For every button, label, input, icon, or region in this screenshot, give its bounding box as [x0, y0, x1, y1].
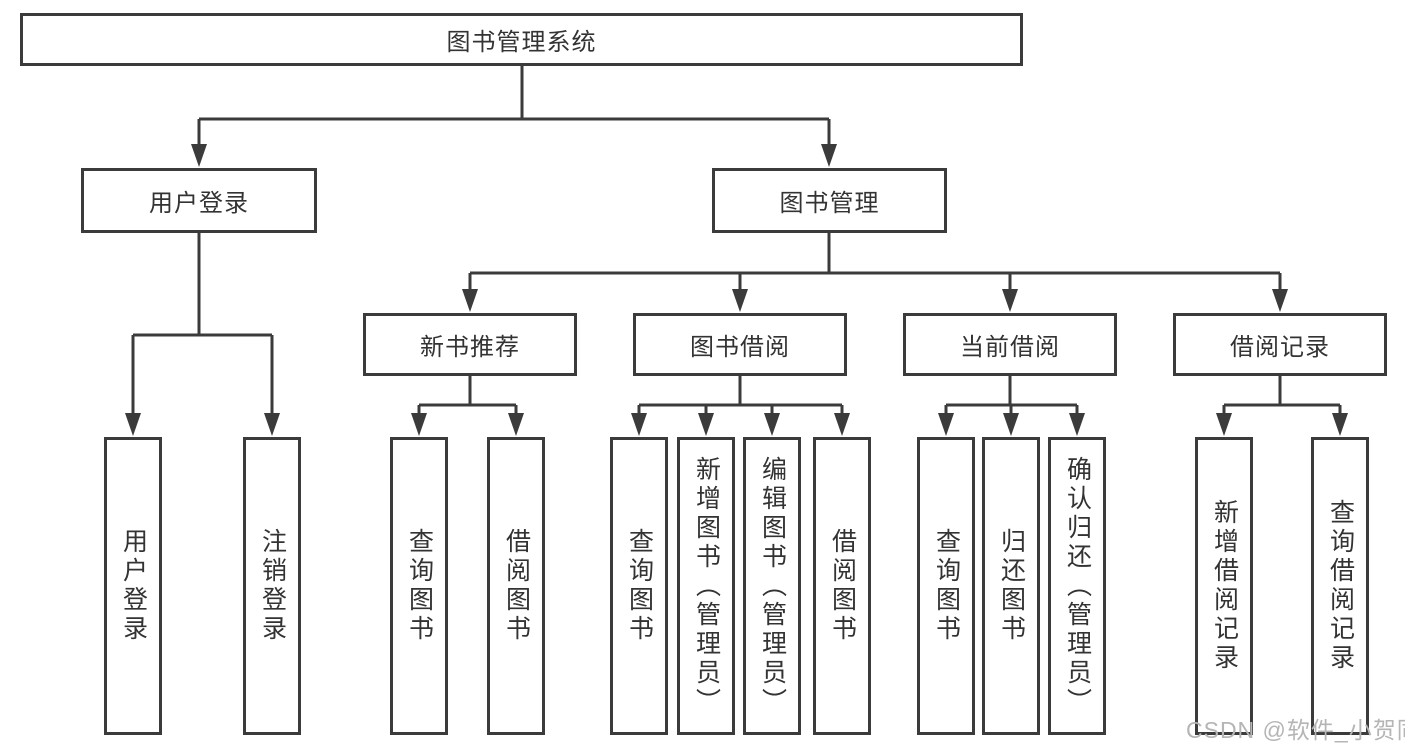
leaf-edit-books-admin-label: 编辑图书（管理员）	[758, 455, 787, 717]
leaf-query-books-recommend-label: 查询图书	[405, 528, 434, 644]
leaf-add-borrow-record: 新增借阅记录	[1195, 437, 1253, 735]
leaf-query-books-current: 查询图书	[917, 437, 975, 735]
leaf-return-books-label: 归还图书	[997, 528, 1026, 644]
leaf-return-books: 归还图书	[982, 437, 1040, 735]
leaf-add-borrow-record-label: 新增借阅记录	[1210, 499, 1239, 673]
leaf-confirm-return-admin: 确认归还（管理员）	[1048, 437, 1106, 735]
node-new-book-recommendation-label: 新书推荐	[420, 334, 520, 361]
leaf-add-books-admin: 新增图书（管理员）	[677, 437, 735, 735]
node-book-management: 图书管理	[712, 168, 947, 233]
node-root: 图书管理系统	[20, 13, 1023, 66]
node-borrowing-records: 借阅记录	[1173, 313, 1387, 376]
node-book-borrowing: 图书借阅	[633, 313, 847, 376]
leaf-logout: 注销登录	[243, 437, 301, 735]
leaf-logout-label: 注销登录	[258, 528, 287, 644]
leaf-user-login-label: 用户登录	[119, 528, 148, 644]
leaf-query-borrow-record-label: 查询借阅记录	[1326, 499, 1355, 673]
leaf-borrow-books-borrowing-label: 借阅图书	[828, 528, 857, 644]
node-root-label: 图书管理系统	[446, 29, 597, 56]
leaf-add-books-admin-label: 新增图书（管理员）	[692, 455, 721, 717]
leaf-confirm-return-admin-label: 确认归还（管理员）	[1063, 455, 1092, 717]
node-user-login-label: 用户登录	[149, 190, 249, 217]
node-user-login: 用户登录	[81, 168, 317, 233]
node-borrowing-records-label: 借阅记录	[1230, 334, 1330, 361]
leaf-query-books-borrowing: 查询图书	[610, 437, 668, 735]
leaf-query-books-borrowing-label: 查询图书	[625, 528, 654, 644]
node-book-management-label: 图书管理	[779, 190, 880, 217]
leaf-query-borrow-record: 查询借阅记录	[1311, 437, 1369, 735]
leaf-edit-books-admin: 编辑图书（管理员）	[743, 437, 801, 735]
leaf-borrow-books-recommend: 借阅图书	[487, 437, 545, 735]
leaf-query-books-current-label: 查询图书	[932, 528, 961, 644]
leaf-user-login: 用户登录	[104, 437, 162, 735]
node-book-borrowing-label: 图书借阅	[690, 334, 790, 361]
leaf-borrow-books-recommend-label: 借阅图书	[502, 528, 531, 644]
node-new-book-recommendation: 新书推荐	[363, 313, 577, 376]
arrow-heads	[125, 144, 1348, 436]
leaf-borrow-books-borrowing: 借阅图书	[813, 437, 871, 735]
connector-paths	[131, 64, 1342, 419]
node-current-borrowing: 当前借阅	[903, 313, 1117, 376]
csdn-watermark: CSDN @软件_小贺同学	[1186, 717, 1405, 743]
leaf-query-books-recommend: 查询图书	[390, 437, 448, 735]
node-current-borrowing-label: 当前借阅	[960, 334, 1060, 361]
